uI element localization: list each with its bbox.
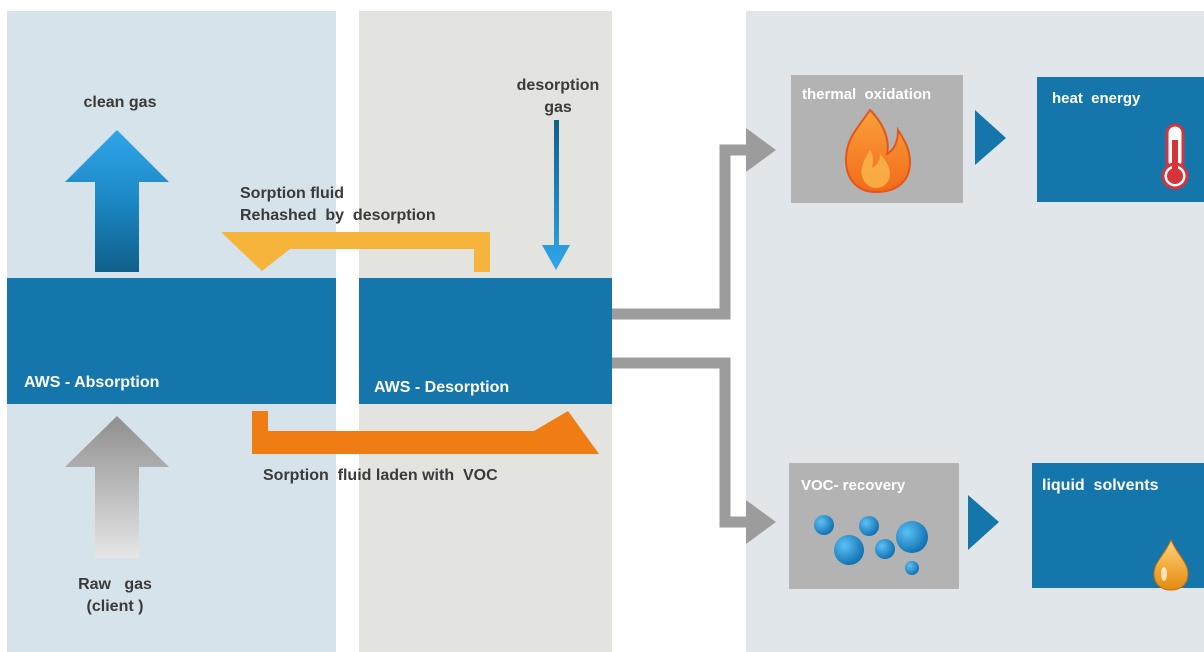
laden-fluid-label: Sorption fluid laden with VOC <box>263 467 498 484</box>
droplet-icon <box>1153 538 1189 591</box>
refreshed-fluid-arrow <box>222 232 490 272</box>
voc-recovery-label: VOC- recovery <box>801 477 906 494</box>
raw-gas-label-line2: (client ) <box>86 598 144 615</box>
thermal-to-heat-pointer <box>975 110 1006 165</box>
recovery-to-solvent-pointer <box>968 495 999 550</box>
refreshed-fluid-label-line2: Rehashed by desorption <box>240 207 436 224</box>
refreshed-fluid-label-line1: Sorption fluid <box>240 185 344 202</box>
pipe-to-thermal <box>612 144 746 320</box>
thermometer-icon <box>1161 123 1189 190</box>
clean-gas-arrow <box>65 130 169 272</box>
absorption-unit-label: AWS - Absorption <box>24 374 160 391</box>
bubbles-icon <box>814 515 928 575</box>
thermal-oxidation-label: thermal oxidation <box>802 86 932 103</box>
pipe-to-thermal-head <box>746 128 776 172</box>
clean-gas-label: clean gas <box>83 94 157 111</box>
liquid-solvents-label: liquid solvents <box>1042 477 1159 494</box>
desorption-gas-label-line2: gas <box>544 99 572 116</box>
flame-icon <box>844 108 912 194</box>
desorption-gas-arrow <box>542 120 570 270</box>
raw-gas-label-line1: Raw gas <box>78 576 152 593</box>
pipe-to-recovery-head <box>746 500 776 544</box>
laden-fluid-arrow <box>252 411 599 454</box>
desorption-gas-label-line1: desorption <box>516 77 600 94</box>
raw-gas-arrow <box>65 416 169 558</box>
desorption-unit-label: AWS - Desorption <box>374 379 510 396</box>
absorption-unit <box>7 278 336 404</box>
heat-energy-label: heat energy <box>1052 90 1141 107</box>
desorption-unit <box>359 278 612 404</box>
pipe-to-recovery <box>612 357 746 528</box>
